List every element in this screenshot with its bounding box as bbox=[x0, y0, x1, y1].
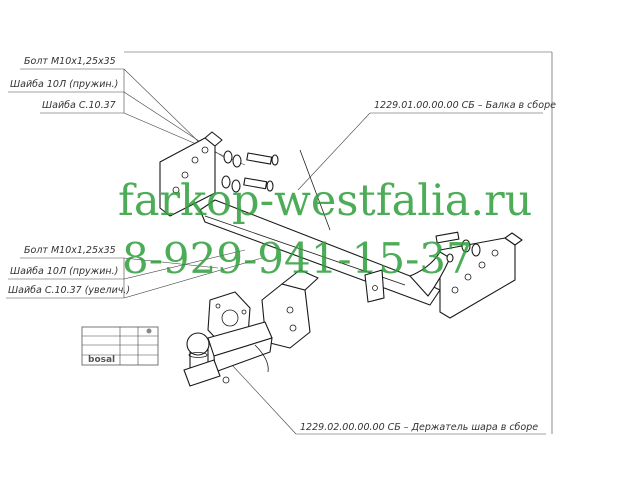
callout-beam: 1229.01.00.00.00 СБ – Балка в сборе bbox=[370, 100, 556, 114]
watermark-site: farkop-westfalia.ru bbox=[118, 176, 532, 226]
watermark-phone: 8-929-941-15-37 bbox=[122, 234, 473, 283]
label-bolt-top: Болт М10х1,25х35 bbox=[24, 56, 116, 67]
fasteners bbox=[221, 150, 481, 263]
callout-group-mid: Болт М10х1,25х35 Шайба 10Л (пружин.) Шай… bbox=[6, 245, 130, 299]
crossbar-beam bbox=[159, 131, 523, 319]
bosal-emblem-icon bbox=[146, 328, 152, 334]
nameplate: bosal bbox=[81, 326, 159, 366]
label-spring-washer-mid: Шайба 10Л (пружин.) bbox=[10, 266, 118, 277]
callout-holder: 1229.02.00.00.00 СБ – Держатель шара в с… bbox=[296, 422, 546, 435]
label-washer-top: Шайба С.10.37 bbox=[42, 100, 116, 111]
watermark: farkop-westfalia.ru 8-929-941-15-37 bbox=[118, 176, 532, 283]
callout-group-top: Болт М10х1,25х35 Шайба 10Л (пружин.) Шай… bbox=[8, 56, 125, 114]
label-beam-assembly: 1229.01.00.00.00 СБ – Балка в сборе bbox=[374, 100, 556, 111]
brand-logo: bosal bbox=[88, 355, 115, 365]
label-ball-holder-assembly: 1229.02.00.00.00 СБ – Держатель шара в с… bbox=[300, 422, 538, 433]
ball-holder bbox=[183, 269, 319, 387]
label-spring-washer-top: Шайба 10Л (пружин.) bbox=[10, 79, 118, 90]
label-washer-mid: Шайба С.10.37 (увелич.) bbox=[8, 285, 130, 296]
label-bolt-mid: Болт М10х1,25х35 bbox=[24, 245, 116, 256]
